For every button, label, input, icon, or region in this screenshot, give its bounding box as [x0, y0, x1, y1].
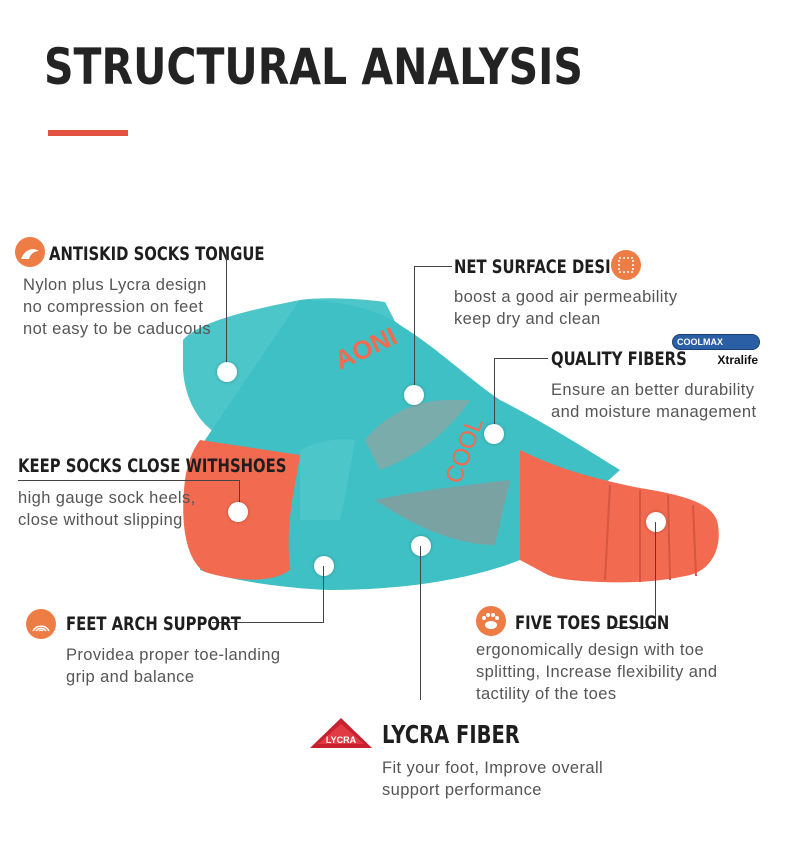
antiskid-dot: [217, 362, 237, 382]
lycra-logo: LYCRA: [308, 714, 374, 754]
quality-line-1: Ensure an better durability: [551, 381, 755, 399]
arch-heading: FEET ARCH SUPPORT: [66, 613, 241, 635]
quality-leader-v: [494, 358, 495, 434]
page-title: STRUCTURAL ANALYSIS: [44, 38, 583, 96]
mesh-panel-side: [375, 480, 510, 545]
xtralife-text: Xtralife: [717, 353, 758, 367]
coolmax-text: COOLMAX: [672, 334, 760, 350]
paw-icon: [476, 606, 506, 636]
lycra-leader-v: [420, 546, 421, 700]
lycra-dot: [411, 536, 431, 556]
arch-line-2: grip and balance: [66, 668, 195, 686]
net-leader-h: [414, 266, 452, 267]
arch-leader-v: [323, 566, 324, 622]
mesh-panel-arch: [300, 439, 355, 520]
arch-icon: [26, 609, 56, 639]
lycra-heading: LYCRA FIBER: [382, 720, 520, 749]
keep-line-2: close without slipping: [18, 511, 183, 529]
mesh-icon: [611, 250, 641, 280]
quality-line-2: and moisture management: [551, 403, 757, 421]
toes-line-3: tactility of the toes: [476, 685, 617, 703]
toes-line-1: ergonomically design with toe: [476, 641, 705, 659]
title-underline: [48, 130, 128, 136]
quality-dot: [484, 424, 504, 444]
keep-line-1: high gauge sock heels,: [18, 489, 196, 507]
keep-heading: KEEP SOCKS CLOSE WITHSHOES: [18, 455, 287, 477]
arch-leader-h: [212, 622, 324, 623]
coolmax-logo: COOLMAX Xtralife: [672, 334, 760, 370]
quality-heading: QUALITY FIBERS: [551, 348, 687, 370]
toes-heading: FIVE TOES DESIGN: [515, 612, 670, 634]
antiskid-heading: ANTISKID SOCKS TONGUE: [49, 243, 265, 265]
quality-leader-h: [494, 358, 548, 359]
wave-icon: [15, 237, 45, 267]
lycra-logo-text: LYCRA: [325, 735, 357, 745]
arch-dot: [314, 556, 334, 576]
lycra-line-2: support performance: [382, 781, 542, 799]
net-line-2: keep dry and clean: [454, 310, 601, 328]
net-dot: [404, 385, 424, 405]
toes-leader-h: [615, 627, 656, 628]
mesh-panel-top: [365, 400, 470, 470]
net-line-1: boost a good air permeability: [454, 288, 678, 306]
keep-leader-v: [239, 480, 240, 510]
net-leader-v: [414, 266, 415, 394]
antiskid-line-2: no compression on feet: [23, 298, 204, 316]
lycra-line-1: Fit your foot, Improve overall: [382, 759, 604, 777]
antiskid-leader: [226, 254, 227, 372]
keep-dot: [228, 502, 248, 522]
net-heading: NET SURFACE DESIGN: [454, 256, 636, 278]
antiskid-line-1: Nylon plus Lycra design: [23, 276, 207, 294]
antiskid-line-3: not easy to be caducous: [23, 320, 212, 338]
keep-leader-h: [18, 480, 240, 481]
arch-line-1: Providea proper toe-landing: [66, 646, 281, 664]
toes-line-2: splitting, Increase flexibility and: [476, 663, 718, 681]
toes-dot: [646, 512, 666, 532]
toes-leader-v: [655, 522, 656, 628]
